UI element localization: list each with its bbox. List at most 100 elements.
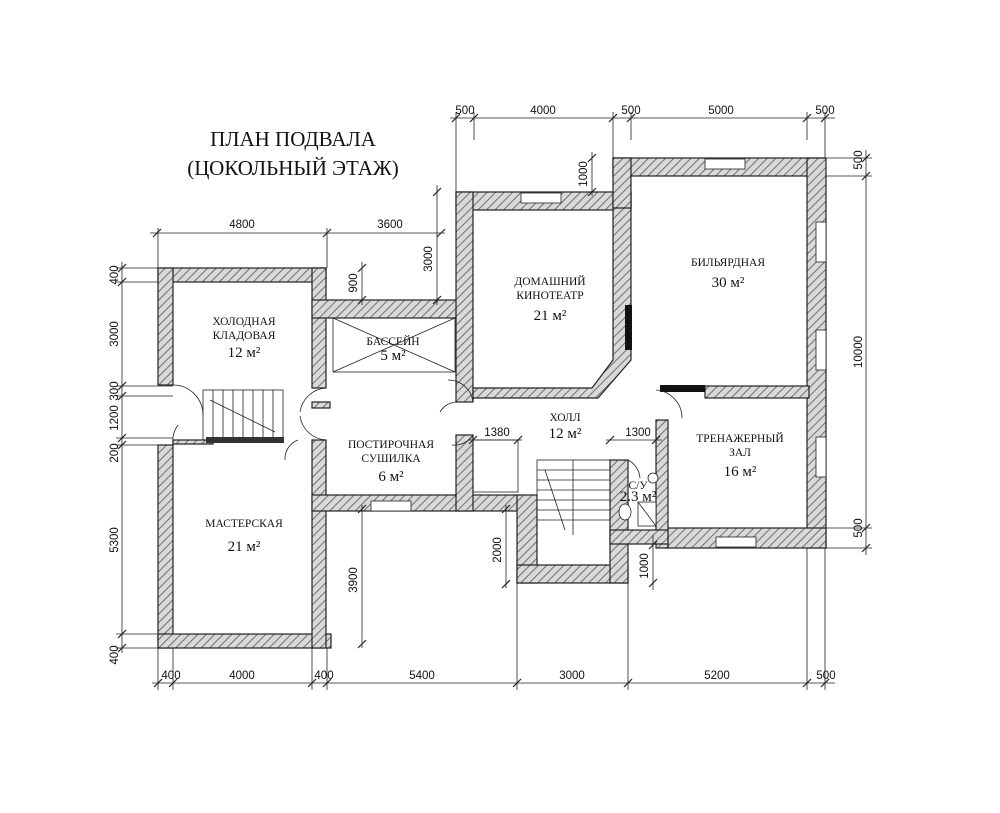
window bbox=[815, 329, 827, 371]
cold-storage-name: ХОЛОДНАЯ bbox=[212, 316, 275, 328]
window bbox=[815, 221, 827, 263]
dim-label: 4800 bbox=[229, 219, 255, 231]
dim-label: 5300 bbox=[109, 527, 121, 553]
gym-area: 16 м² bbox=[724, 464, 757, 480]
wall bbox=[311, 299, 473, 319]
windows bbox=[370, 158, 827, 548]
sink bbox=[647, 472, 659, 484]
window bbox=[815, 436, 827, 478]
window bbox=[520, 192, 562, 204]
dim-label: 500 bbox=[621, 105, 640, 117]
wall bbox=[609, 459, 629, 584]
dim-label: 5200 bbox=[704, 670, 730, 682]
dim-label: 3900 bbox=[348, 567, 360, 593]
dim-label: 1300 bbox=[625, 427, 651, 439]
wall bbox=[311, 439, 327, 649]
dim-tick bbox=[432, 295, 442, 305]
dimension-labels: 4800 3600 500 4000 500 5000 500 400 4000… bbox=[109, 105, 865, 682]
west-stair bbox=[202, 389, 284, 443]
door bbox=[451, 434, 474, 446]
hall-area: 12 м² bbox=[549, 426, 582, 442]
dim-tick bbox=[501, 504, 511, 514]
billiard-name: БИЛЬЯРДНАЯ bbox=[691, 257, 765, 269]
dim-label: 3000 bbox=[559, 670, 585, 682]
dim-tick bbox=[357, 263, 367, 273]
wall bbox=[612, 157, 632, 209]
dim-tick bbox=[357, 504, 367, 514]
dim-label: 1200 bbox=[109, 405, 121, 431]
dim-tick bbox=[468, 435, 478, 445]
dim-label: 1380 bbox=[484, 427, 510, 439]
dim-tick bbox=[651, 435, 661, 445]
wall bbox=[455, 191, 474, 403]
dim-label: 500 bbox=[853, 150, 865, 169]
pool-basin bbox=[332, 317, 456, 373]
dim-tick bbox=[432, 187, 442, 197]
door bbox=[299, 415, 327, 441]
window bbox=[370, 500, 412, 512]
door bbox=[439, 401, 457, 413]
wall bbox=[655, 419, 669, 549]
partition-mark bbox=[625, 305, 632, 350]
dim-tick bbox=[357, 295, 367, 305]
dim-label: 500 bbox=[815, 105, 834, 117]
wall bbox=[311, 267, 327, 389]
laundry-area: 6 м² bbox=[378, 469, 404, 485]
dim-label: 200 bbox=[109, 443, 121, 462]
laundry-name: ПОСТИРОЧНАЯ bbox=[348, 439, 434, 451]
dim-label: 300 bbox=[109, 381, 121, 400]
dim-label: 900 bbox=[348, 273, 360, 292]
gym-name-line2: ЗАЛ bbox=[729, 447, 751, 459]
dim-label: 400 bbox=[314, 670, 333, 682]
stair-outline bbox=[536, 459, 611, 566]
dim-label: 4000 bbox=[229, 670, 255, 682]
hall-stair bbox=[536, 459, 611, 566]
dim-tick bbox=[605, 435, 615, 445]
dim-label: 400 bbox=[161, 670, 180, 682]
window bbox=[704, 158, 746, 170]
door bbox=[299, 387, 327, 413]
dim-label: 1000 bbox=[578, 161, 590, 187]
stair-arrow bbox=[544, 469, 566, 531]
wall bbox=[157, 633, 332, 649]
dim-tick bbox=[357, 639, 367, 649]
cold-storage-name-line2: КЛАДОВАЯ bbox=[213, 330, 276, 342]
wc-area: 2.3 м² bbox=[620, 489, 657, 505]
dim-label: 1000 bbox=[639, 553, 651, 579]
door bbox=[655, 389, 683, 419]
dim-tick bbox=[501, 579, 511, 589]
plan-title: ПЛАН ПОДВАЛА bbox=[210, 127, 377, 151]
stair-arrow bbox=[209, 399, 276, 433]
gym-name: ТРЕНАЖЕРНЫЙ bbox=[696, 431, 783, 445]
wall bbox=[455, 434, 474, 512]
dim-label: 3000 bbox=[109, 321, 121, 347]
dim-label: 3000 bbox=[423, 246, 435, 272]
cold-storage-area: 12 м² bbox=[228, 345, 261, 361]
wall bbox=[311, 401, 331, 409]
plan-subtitle: (ЦОКОЛЬНЫЙ ЭТАЖ) bbox=[187, 156, 398, 180]
dim-label: 2000 bbox=[492, 537, 504, 563]
dim-tick bbox=[648, 540, 658, 550]
laundry-name-line2: СУШИЛКА bbox=[361, 453, 421, 465]
dim-label: 5400 bbox=[409, 670, 435, 682]
dim-tick bbox=[436, 228, 446, 238]
door bbox=[172, 384, 204, 416]
wall bbox=[157, 267, 327, 283]
pool-area: 5 м² bbox=[380, 348, 406, 364]
doors bbox=[172, 379, 683, 479]
dim-tick bbox=[648, 578, 658, 588]
door bbox=[284, 439, 299, 461]
door bbox=[627, 459, 641, 479]
dim-label: 10000 bbox=[853, 336, 865, 368]
dim-label: 4000 bbox=[530, 105, 556, 117]
dim-tick bbox=[587, 187, 597, 197]
dim-label: 500 bbox=[816, 670, 835, 682]
room-labels: ХОЛОДНАЯ КЛАДОВАЯ 12 м² БАССЕЙН 5 м² ПОС… bbox=[205, 257, 783, 555]
hall-name: ХОЛЛ bbox=[549, 412, 580, 424]
wall bbox=[157, 444, 174, 649]
wc-name: С/У bbox=[628, 480, 648, 492]
cinema-name: ДОМАШНИЙ bbox=[514, 274, 585, 288]
workshop-area: 21 м² bbox=[228, 539, 261, 555]
dim-label: 500 bbox=[853, 518, 865, 537]
